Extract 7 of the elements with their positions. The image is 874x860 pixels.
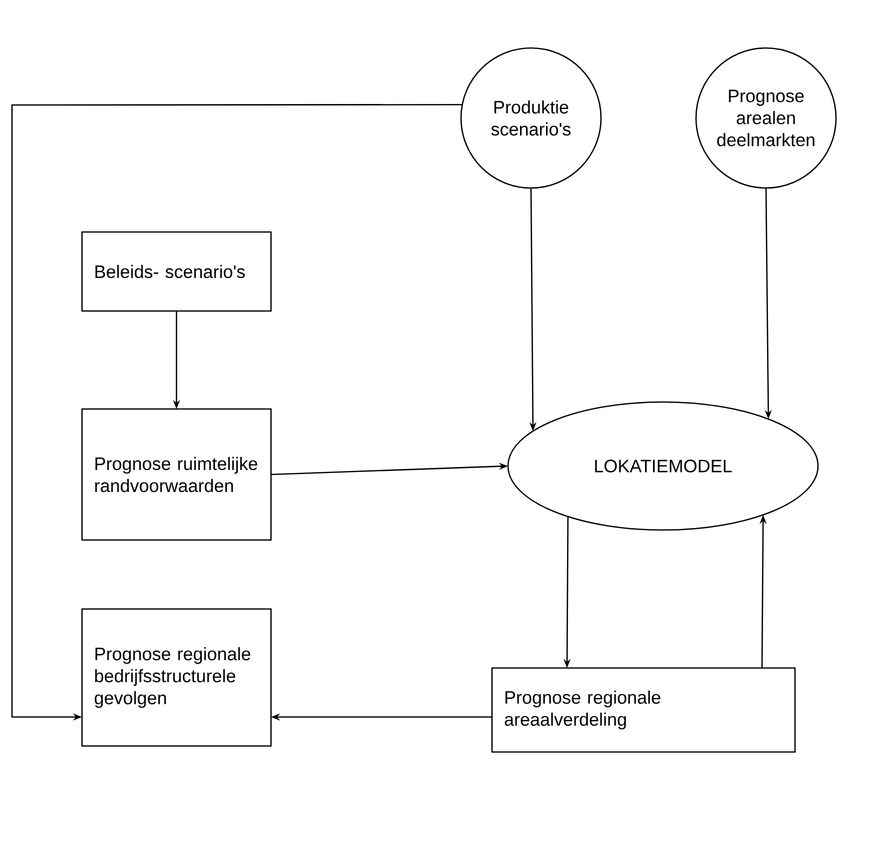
circle-node: Produktie scenario's [460,47,602,189]
process-box: Beleids- scenario's [81,231,272,312]
process-box: Prognose regionale bedrijfsstructurele gevolgen [81,608,272,747]
process-box: Prognose regionale areaalverdeling [491,667,796,753]
circle-node: Prognose arealen deelmarkten [695,47,837,189]
process-box: Prognose ruimtelijke randvoorwaarden [81,408,272,541]
ellipse-node: LOKATIEMODEL [507,401,819,531]
